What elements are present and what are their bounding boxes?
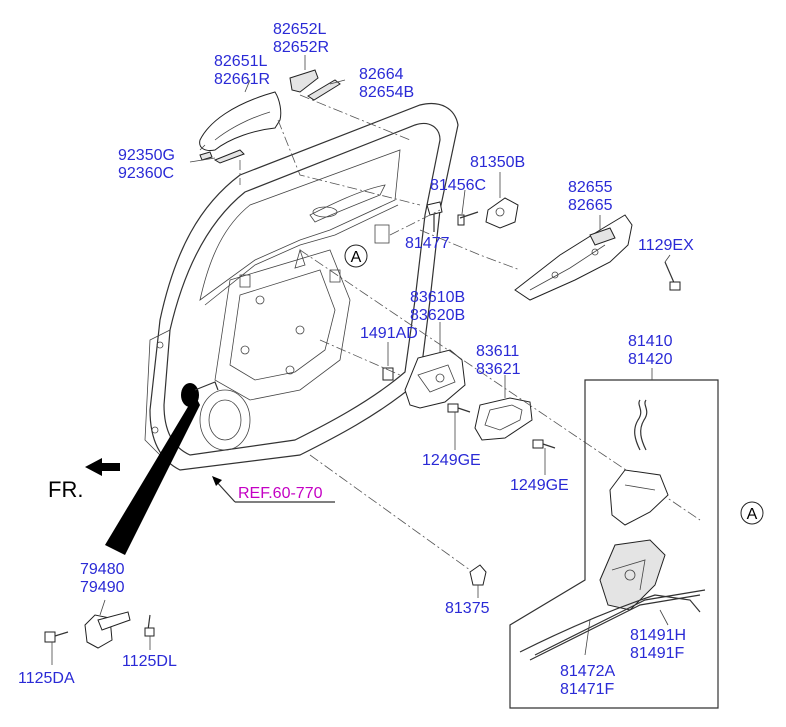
label-82661R: 82661R bbox=[214, 71, 270, 88]
label-79480: 79480 bbox=[80, 561, 125, 578]
latch-cables bbox=[519, 589, 706, 661]
latch-body bbox=[599, 539, 666, 611]
handle-cover-82664 bbox=[307, 79, 341, 101]
callout-a-latch: A bbox=[740, 501, 764, 525]
label-83620B: 83620B bbox=[410, 307, 465, 324]
label-81477: 81477 bbox=[405, 235, 450, 252]
label-83611: 83611 bbox=[476, 343, 519, 360]
label-1249GE-a: 1249GE bbox=[422, 452, 481, 469]
ref-label: REF.60-770 bbox=[238, 485, 323, 502]
front-arrow bbox=[85, 458, 120, 476]
bolt-81477 bbox=[426, 201, 443, 232]
label-82655: 82655 bbox=[568, 179, 613, 196]
label-83610B: 83610B bbox=[410, 289, 465, 306]
label-1129EX: 1129EX bbox=[638, 237, 694, 254]
bolt-1125DA bbox=[44, 631, 69, 665]
outside-handle-82651L bbox=[199, 91, 282, 151]
label-81350B: 81350B bbox=[470, 154, 525, 171]
screw-1249GE-b bbox=[532, 439, 556, 475]
label-1125DL: 1125DL bbox=[122, 653, 177, 670]
bolt-1125DL bbox=[144, 614, 155, 650]
front-label: FR. bbox=[48, 477, 83, 502]
ref-arrow bbox=[212, 476, 335, 503]
latch-rod bbox=[634, 399, 648, 451]
gasket-92350G bbox=[199, 149, 245, 164]
label-81491F: 81491F bbox=[630, 645, 684, 662]
callout-a-door: A bbox=[344, 244, 368, 268]
label-81491H: 81491H bbox=[630, 627, 686, 644]
label-1491AD: 1491AD bbox=[360, 325, 418, 342]
label-82652R: 82652R bbox=[273, 39, 329, 56]
door-checker-79480 bbox=[84, 599, 131, 649]
label-81410: 81410 bbox=[628, 333, 673, 350]
door-panel bbox=[144, 103, 459, 471]
inside-handle-83610B bbox=[404, 322, 466, 409]
callout-a-door-letter: A bbox=[351, 249, 362, 266]
label-82654B: 82654B bbox=[359, 84, 414, 101]
latch-cover bbox=[609, 469, 669, 526]
label-79490: 79490 bbox=[80, 579, 125, 596]
label-82651L: 82651L bbox=[214, 53, 267, 70]
clip-81375 bbox=[469, 564, 487, 598]
bolt-1129EX bbox=[664, 254, 681, 291]
clip-1491AD bbox=[382, 342, 394, 381]
bolt-81456C bbox=[457, 189, 479, 226]
label-82664: 82664 bbox=[359, 66, 404, 83]
label-82652L: 82652L bbox=[273, 21, 326, 38]
label-81420: 81420 bbox=[628, 351, 673, 368]
handle-bracket-82655 bbox=[514, 214, 633, 301]
label-81456C: 81456C bbox=[430, 177, 486, 194]
check-strap bbox=[105, 381, 219, 555]
label-1125DA: 1125DA bbox=[18, 670, 75, 687]
label-83621: 83621 bbox=[476, 361, 521, 378]
label-81472A: 81472A bbox=[560, 663, 615, 680]
label-82665: 82665 bbox=[568, 197, 613, 214]
handle-cap-82652L bbox=[289, 69, 319, 93]
label-92350G: 92350G bbox=[118, 147, 175, 164]
bezel-83611 bbox=[474, 375, 533, 441]
label-81375: 81375 bbox=[445, 600, 490, 617]
callout-a-latch-letter: A bbox=[747, 506, 758, 523]
latch-assembly-box bbox=[509, 368, 719, 709]
striker-81350B bbox=[485, 172, 519, 229]
label-92360C: 92360C bbox=[118, 165, 174, 182]
screw-1249GE-a bbox=[447, 403, 471, 450]
label-1249GE-b: 1249GE bbox=[510, 477, 569, 494]
label-81471F: 81471F bbox=[560, 681, 614, 698]
